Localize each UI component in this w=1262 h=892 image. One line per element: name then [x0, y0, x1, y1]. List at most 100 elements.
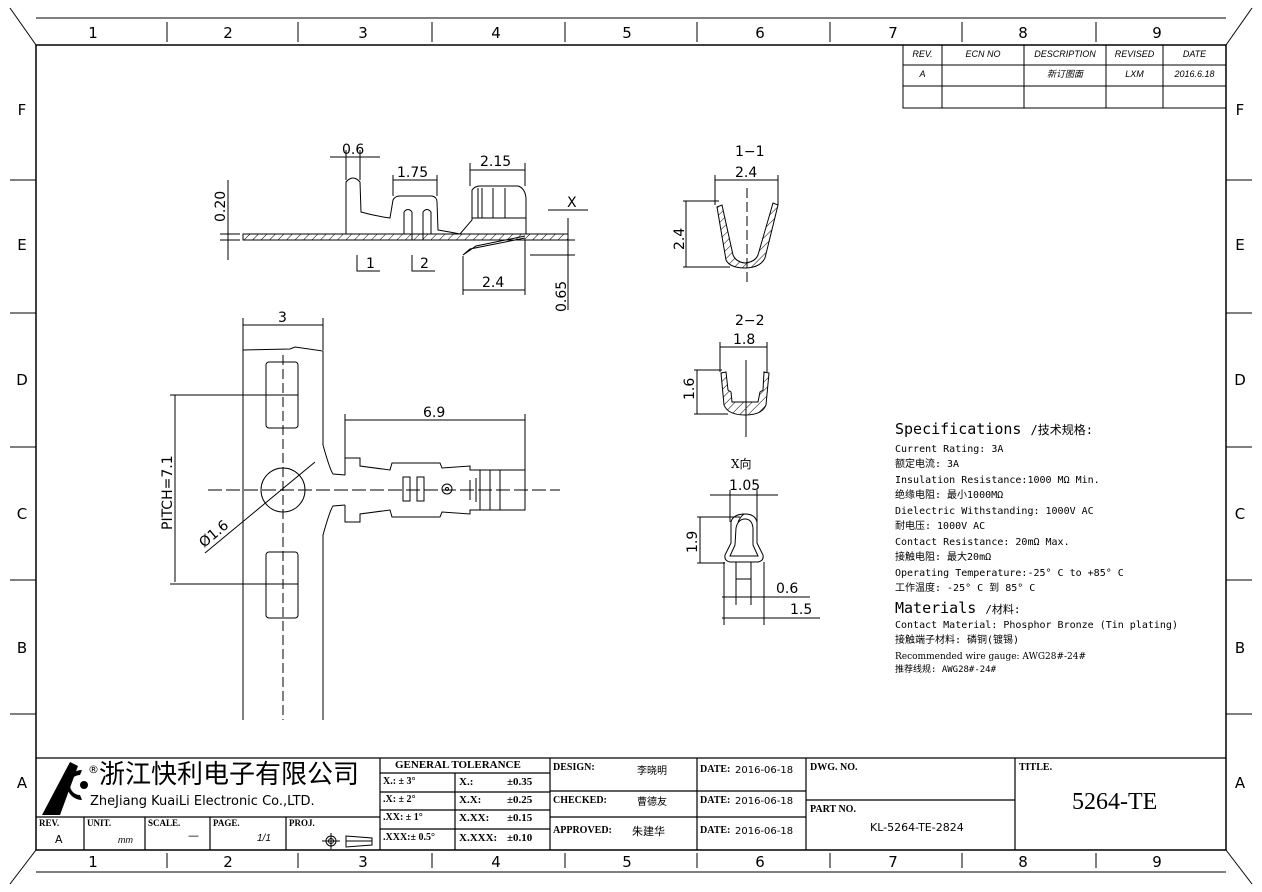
row-label: D: [16, 371, 28, 389]
column-label: 6: [755, 853, 765, 871]
section-1-marker: 1: [366, 256, 375, 272]
checked-value: 曹德友: [637, 797, 667, 808]
specs-title: Specifications: [895, 420, 1022, 438]
dim-section-2-height: 1.6: [682, 378, 698, 400]
row-label: A: [1235, 774, 1246, 792]
unit-value: mm: [118, 835, 133, 845]
scale-value: —: [188, 829, 199, 842]
tolerance-linear-value: ±0.10: [507, 832, 533, 844]
design-value: 李晓明: [637, 766, 667, 777]
dim-section-1-width: 2.4: [735, 165, 757, 181]
proj-label: PROJ.: [289, 818, 315, 828]
dim-thickness: 0.20: [213, 191, 229, 222]
company-name-en: ZheJiang KuaiLi Electronic Co.,LTD.: [90, 794, 315, 809]
spec-item: Insulation Resistance:1000 MΩ Min.绝缘电阻: …: [895, 475, 1178, 501]
column-label: 7: [888, 24, 898, 42]
tolerance-linear-value: ±0.15: [507, 812, 533, 824]
column-label: 1: [88, 24, 98, 42]
section-2-marker: 2: [420, 256, 429, 272]
plan-view: [170, 318, 560, 720]
tolerance-linear-value: ±0.35: [507, 776, 533, 788]
view-x-marker: X: [567, 195, 577, 211]
revision-header: REV.: [912, 49, 933, 59]
row-label: C: [17, 505, 27, 523]
side-view: [220, 150, 588, 310]
row-label: B: [1235, 639, 1245, 657]
title-label: TITLE.: [1019, 762, 1053, 773]
spec-en: Contact Resistance: 20mΩ Max.: [895, 537, 1070, 548]
scale-label: SCALE.: [148, 818, 181, 828]
wire-gauge-en: Recommended wire gauge: AWG28#-24#: [895, 652, 1087, 662]
tolerance-title: GENERAL TOLERANCE: [395, 759, 521, 771]
section-2-2-title: 2−2: [735, 313, 765, 329]
view-x: [697, 490, 820, 625]
dim-strip-width: 3: [278, 310, 287, 326]
spec-cn: 接触电阻: 最大20mΩ: [895, 552, 992, 563]
spec-en: Operating Temperature:-25° C to +85° C: [895, 568, 1124, 579]
company-name-cn: 浙江快利电子有限公司: [99, 760, 360, 790]
row-label: D: [1234, 371, 1246, 389]
revision-cell: LXM: [1125, 69, 1144, 79]
column-label: 4: [491, 853, 501, 871]
spec-cn: 耐电压: 1000V AC: [895, 521, 986, 532]
column-label: 5: [622, 24, 632, 42]
tolerance-angle: X.: ± 3°: [383, 776, 416, 787]
column-label: 8: [1018, 853, 1028, 871]
section-1-1: [683, 175, 779, 285]
materials-title-cn: /材料:: [985, 603, 1021, 616]
drawing-title: 5264-TE: [1072, 789, 1158, 815]
tolerance-linear-value: ±0.25: [507, 794, 533, 806]
dim-view-x-base: 1.5: [790, 602, 812, 618]
revision-header: ECN NO: [965, 49, 1001, 59]
dim-section-1-height: 2.4: [672, 228, 688, 250]
spec-item: Dielectric Withstanding: 1000V AC 耐电压: 10…: [895, 506, 1178, 532]
registered-mark: ®: [88, 763, 99, 776]
column-label: 7: [888, 853, 898, 871]
wire-gauge-cn: 推荐线规: AWG28#-24#: [895, 665, 997, 675]
section-2-2: [694, 342, 770, 437]
part-no-label: PART NO.: [810, 804, 856, 815]
page-value: 1/1: [257, 833, 271, 844]
dim-pitch: PITCH=7.1: [160, 455, 176, 530]
column-label: 3: [358, 24, 368, 42]
dim-spring-length: 2.4: [482, 275, 504, 291]
drawing-frame: [9, 7, 1253, 885]
date-label: DATE:: [700, 795, 731, 806]
tolerance-angle: .XX: ± 1°: [383, 812, 423, 823]
tolerance-linear-label: X.X:: [459, 794, 482, 806]
date-value: 2016-06-18: [735, 765, 794, 776]
revision-header: REVISED: [1114, 49, 1155, 59]
dwg-no-label: DWG. NO.: [810, 762, 858, 773]
row-label: E: [17, 236, 26, 254]
tolerance-linear-label: X.:: [459, 776, 474, 788]
row-label: A: [17, 774, 28, 792]
page-label: PAGE.: [213, 818, 240, 828]
rev-label: REV.: [39, 818, 60, 828]
design-label: DESIGN:: [553, 762, 595, 773]
checked-label: CHECKED:: [553, 795, 607, 806]
approved-value: 朱建华: [632, 825, 665, 838]
spec-item: Contact Resistance: 20mΩ Max. 接触电阻: 最大20m…: [895, 537, 1178, 563]
row-label: F: [18, 101, 27, 119]
date-value: 2016-06-18: [735, 796, 794, 807]
spec-en: Insulation Resistance:1000 MΩ Min.: [895, 475, 1100, 486]
row-label: B: [17, 639, 27, 657]
date-label: DATE:: [700, 764, 731, 775]
column-label: 6: [755, 24, 765, 42]
specifications-panel: Specifications /技术规格: Current Rating: 3A…: [895, 420, 1178, 675]
title-block-lines: [36, 757, 1226, 850]
column-label: 3: [358, 853, 368, 871]
dim-slot-span: 1.75: [397, 165, 428, 181]
dim-view-x-height: 1.9: [685, 531, 701, 553]
spec-cn: 工作温度: -25° C 到 85° C: [895, 583, 1036, 594]
approved-label: APPROVED:: [553, 825, 612, 836]
dim-barrel-length: 2.15: [480, 154, 511, 170]
row-label: F: [1236, 101, 1245, 119]
spec-en: Dielectric Withstanding: 1000V AC: [895, 506, 1094, 517]
view-x-title: X向: [731, 456, 752, 471]
column-label: 9: [1152, 853, 1162, 871]
dim-section-2-width: 1.8: [733, 332, 755, 348]
materials-title: Materials: [895, 599, 977, 617]
spec-en: Current Rating: 3A: [895, 444, 1004, 455]
